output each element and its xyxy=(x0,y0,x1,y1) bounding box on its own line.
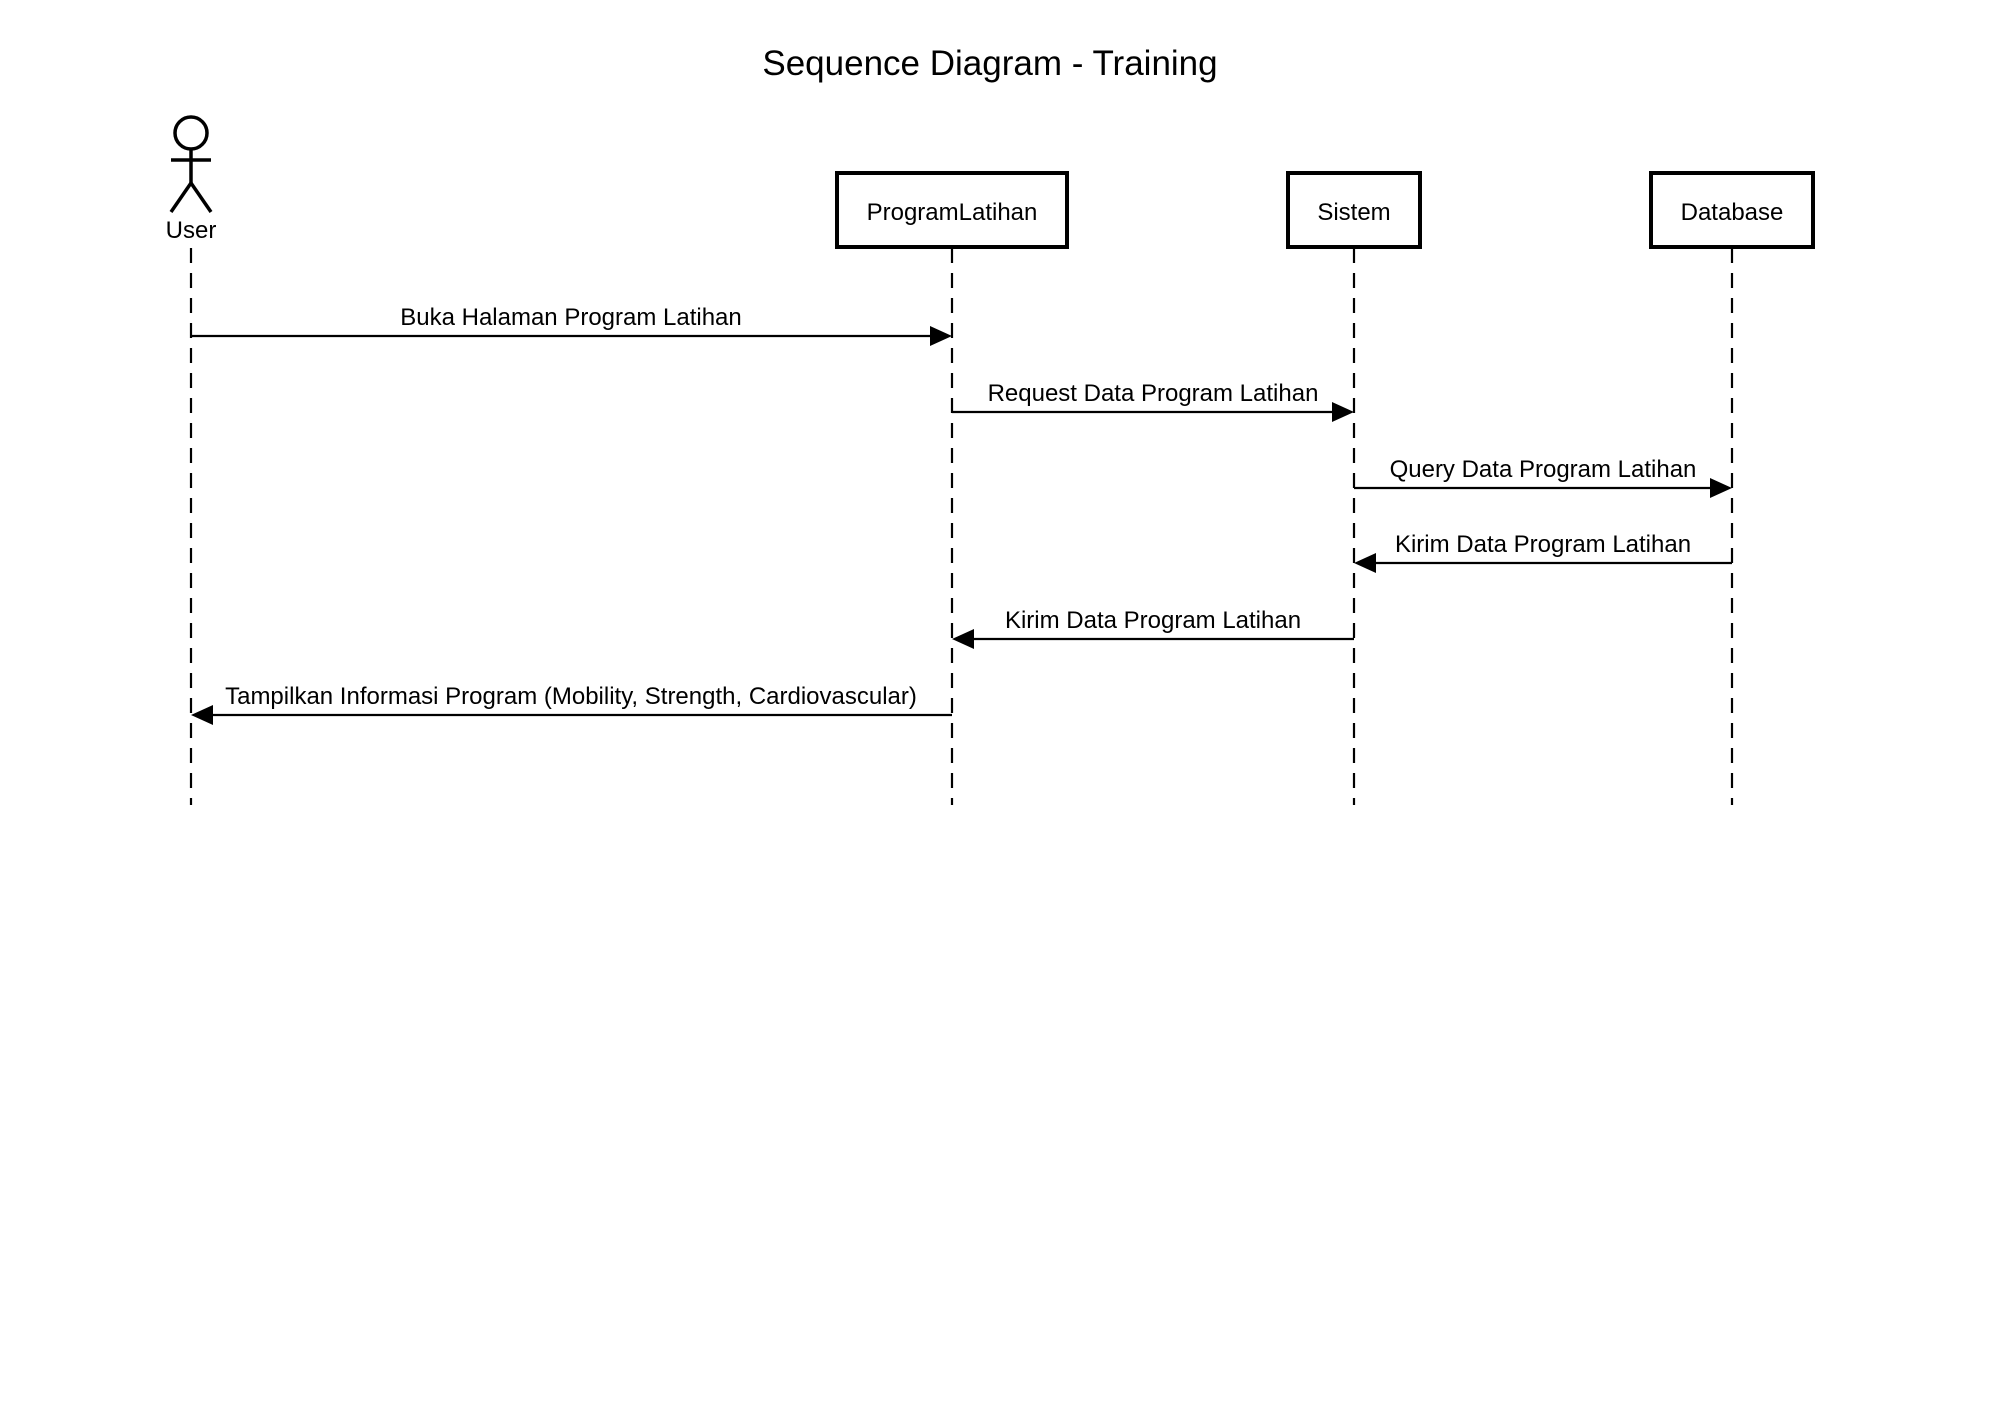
message-2: Request Data Program Latihan xyxy=(952,380,1354,422)
participant-box xyxy=(835,171,1069,249)
participant-label-sistem: Sistem xyxy=(1317,199,1390,226)
arrowhead-left-icon xyxy=(191,705,213,725)
arrowhead-right-icon xyxy=(930,326,952,346)
message-1: Buka Halaman Program Latihan xyxy=(191,304,952,346)
participant-label-programlatihan: ProgramLatihan xyxy=(867,199,1038,226)
message-label-4: Kirim Data Program Latihan xyxy=(1395,531,1691,558)
diagram-title: Sequence Diagram - Training xyxy=(762,44,1217,83)
message-label-2: Request Data Program Latihan xyxy=(988,380,1319,407)
participant-label-database: Database xyxy=(1681,199,1784,226)
arrowhead-right-icon xyxy=(1710,478,1732,498)
participant-programlatihan: ProgramLatihan xyxy=(835,171,1069,249)
participant-box xyxy=(1286,171,1422,249)
message-label-6: Tampilkan Informasi Program (Mobility, S… xyxy=(225,683,917,710)
arrowhead-left-icon xyxy=(952,629,974,649)
participant-user: User xyxy=(166,115,217,244)
message-3: Query Data Program Latihan xyxy=(1354,456,1732,498)
arrowhead-left-icon xyxy=(1354,553,1376,573)
participant-box xyxy=(1649,171,1815,249)
message-label-5: Kirim Data Program Latihan xyxy=(1005,607,1301,634)
message-label-3: Query Data Program Latihan xyxy=(1390,456,1697,483)
message-label-1: Buka Halaman Program Latihan xyxy=(400,304,742,331)
participant-label-user: User xyxy=(166,217,217,244)
arrowhead-right-icon xyxy=(1332,402,1354,422)
message-5: Kirim Data Program Latihan xyxy=(952,607,1354,649)
message-6: Tampilkan Informasi Program (Mobility, S… xyxy=(191,683,952,725)
participant-database: Database xyxy=(1649,171,1815,249)
actor-stick-figure-icon xyxy=(169,115,213,213)
message-4: Kirim Data Program Latihan xyxy=(1354,531,1732,573)
participant-sistem: Sistem xyxy=(1286,171,1422,249)
